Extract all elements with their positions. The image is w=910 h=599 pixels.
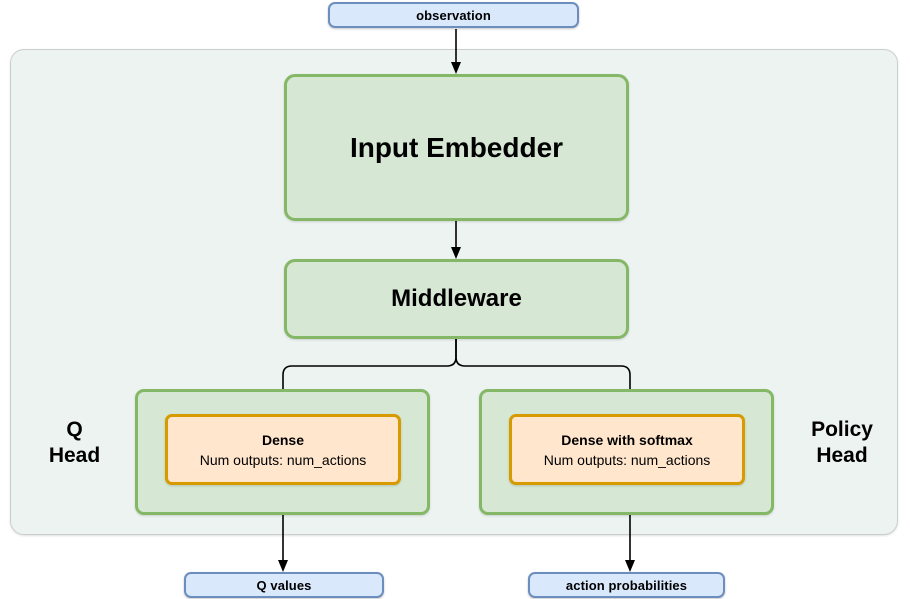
q-head-label-line2: Head — [48, 444, 101, 467]
q-head-dense-node: Dense Num outputs: num_actions — [165, 414, 401, 485]
policy-head-label-line1: Policy — [811, 418, 873, 441]
action-probabilities-node: action probabilities — [528, 572, 725, 598]
input-embedder-node: Input Embedder — [284, 74, 629, 221]
policy-head-dense-subtitle: Num outputs: num_actions — [543, 451, 711, 468]
q-head-label-line1: Q — [66, 418, 83, 441]
q-values-node: Q values — [184, 572, 384, 598]
q-head-dense-title: Dense — [261, 431, 305, 448]
policy-head-dense-node: Dense with softmax Num outputs: num_acti… — [509, 414, 745, 485]
observation-node: observation — [328, 2, 579, 28]
q-head-dense-subtitle: Num outputs: num_actions — [199, 451, 367, 468]
policy-head-label-line2: Head — [816, 444, 868, 467]
middleware-node: Middleware — [284, 259, 629, 339]
policy-head-dense-title: Dense with softmax — [561, 431, 693, 448]
input-embedder-label: Input Embedder — [349, 131, 564, 163]
policy-head-side-label: Policy Head — [786, 417, 898, 469]
middleware-label: Middleware — [391, 285, 522, 312]
q-values-label: Q values — [256, 577, 312, 593]
observation-label: observation — [416, 7, 491, 23]
q-head-side-label: Q Head — [22, 417, 127, 469]
action-probabilities-label: action probabilities — [565, 577, 688, 593]
